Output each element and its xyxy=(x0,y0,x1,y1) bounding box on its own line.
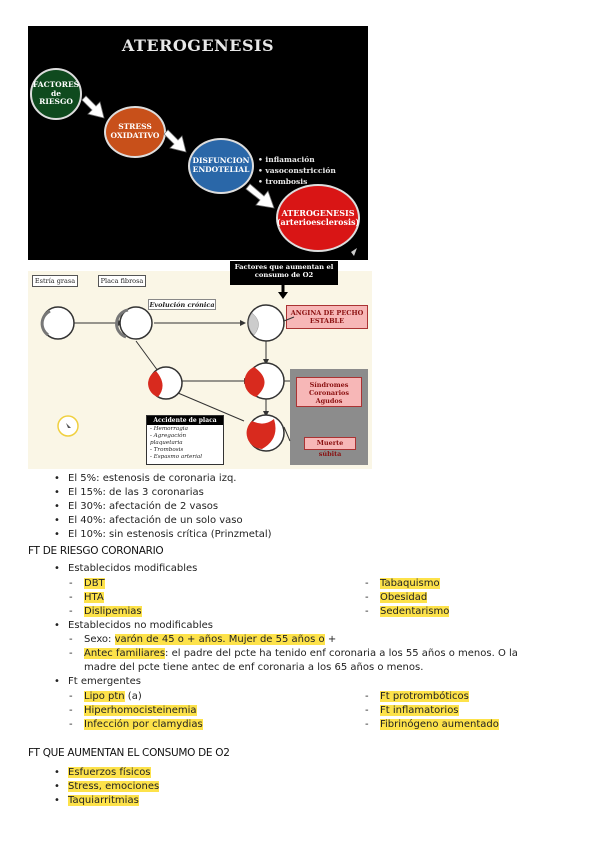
risk-factor: Sedentarismo xyxy=(380,606,450,617)
arrow-icon xyxy=(245,183,275,209)
accidente-title: Accidente de placa xyxy=(147,416,223,425)
arrow-icon xyxy=(163,129,187,153)
cursor-icon xyxy=(351,248,357,256)
slide-title: ATEROGENESIS xyxy=(121,36,275,55)
placa-fibrosa-label: Placa fibrosa xyxy=(98,275,146,287)
section-heading-consumo: FT QUE AUMENTAN EL CONSUMO DE O2 xyxy=(28,747,230,759)
vessel-diagram xyxy=(40,304,295,452)
stat-item: El 30%: afectación de 2 vasos xyxy=(54,500,272,514)
stat-item: El 10%: sin estenosis crítica (Prinzmeta… xyxy=(54,528,272,542)
risk-factor: Dislipemias xyxy=(84,606,142,617)
muerte-subita-box: Muerte súbita xyxy=(304,437,356,458)
accidente-item: - Agregación plaquetaria xyxy=(150,433,187,446)
flow-arrows xyxy=(81,95,357,256)
modificables-title: Establecidos modificables xyxy=(54,563,197,574)
consumo-item: Esfuerzos físicos xyxy=(68,767,151,778)
emergent-factor: Infección por clamydias xyxy=(84,719,203,730)
effect-item: • vasoconstricción xyxy=(258,166,336,175)
sexo-label: Sexo: xyxy=(84,634,112,645)
stats-list: El 5%: estenosis de coronaria izq. El 15… xyxy=(54,472,272,542)
antec-text: : el padre del pcte ha tenido enf corona… xyxy=(165,648,518,659)
endothelial-effects-list: • inflamación • vasoconstricción • tromb… xyxy=(258,154,336,187)
emergentes-title: Ft emergentes xyxy=(54,676,141,687)
stat-item: El 15%: de las 3 coronarias xyxy=(54,486,272,500)
factores-o2-box: Factores que aumentan el consumo de O2 xyxy=(230,261,338,285)
accidente-placa-box: Accidente de placa - Hemorragia - Agrega… xyxy=(146,415,224,465)
vessel-circle xyxy=(119,306,153,340)
down-arrow-icon xyxy=(278,285,288,299)
consumo-item: Stress, emociones xyxy=(68,781,160,792)
node-factores-riesgo: FACTORES de RIESGO xyxy=(30,68,82,120)
emergent-factor: Hiperhomocisteinemia xyxy=(84,705,197,716)
modificables-left-list: DBT HTA Dislipemias xyxy=(69,577,142,619)
cursor-icon xyxy=(66,423,71,428)
node-stress-oxidativo: STRESS OXIDATIVO xyxy=(104,106,166,158)
aterogenesis-slide: ATEROGENESIS FACTORES de RIESGO STRESS O… xyxy=(28,26,368,260)
emergent-factor-suffix: (a) xyxy=(127,691,142,702)
stat-item: El 5%: estenosis de coronaria izq. xyxy=(54,472,272,486)
stat-item: El 40%: afectación de un solo vaso xyxy=(54,514,272,528)
accidente-item: - Hemorragia xyxy=(150,426,188,432)
antec-line-1: Antec familiares: el padre del pcte ha t… xyxy=(69,648,518,659)
sexo-suffix: + xyxy=(327,634,337,645)
risk-factor: Tabaquismo xyxy=(380,578,440,589)
placa-evolution-diagram: Factores que aumentan el consumo de O2 E… xyxy=(28,261,372,469)
accidente-item: - Trombosis xyxy=(150,447,184,453)
effect-item: • inflamación xyxy=(258,155,315,164)
effect-item: • trombosis xyxy=(258,177,308,186)
emergent-factor: Fibrinógeno aumentado xyxy=(380,719,499,730)
risk-factor: DBT xyxy=(84,578,105,589)
emergentes-left-list: Lipo ptn (a) Hiperhomocisteinemia Infecc… xyxy=(69,690,203,732)
sindromes-coronarios-box: Síndromes Coronarios Agudos xyxy=(296,377,362,407)
emergentes-right-list: Ft protrombóticos Ft inflamatorios Fibri… xyxy=(365,690,499,732)
arrow-icon xyxy=(81,95,105,119)
risk-factor: HTA xyxy=(84,592,104,603)
no-modificables-title: Establecidos no modificables xyxy=(54,620,213,631)
risk-factor: Obesidad xyxy=(380,592,428,603)
sexo-line: Sexo: varón de 45 o + años. Mujer de 55 … xyxy=(69,634,337,645)
sexo-value: varón de 45 o + años. Mujer de 55 años o xyxy=(114,634,325,645)
emergent-factor: Lipo ptn xyxy=(84,691,125,702)
angina-estable-box: ANGINA DE PECHO ESTABLE xyxy=(286,305,368,329)
vessel-circle xyxy=(247,304,285,342)
accidente-item: - Espasmo arterial xyxy=(150,454,203,460)
estria-grasa-label: Estría grasa xyxy=(32,275,78,287)
evolucion-cronica-label: Evolución crónica xyxy=(148,299,216,310)
antec-line-2: madre del pcte tiene antec de enf corona… xyxy=(84,662,424,673)
modificables-right-list: Tabaquismo Obesidad Sedentarismo xyxy=(365,577,450,619)
section-heading-riesgo: FT DE RIESGO CORONARIO xyxy=(28,545,164,557)
emergent-factor: Ft inflamatorios xyxy=(380,705,459,716)
antec-label: Antec familiares xyxy=(84,648,166,659)
node-disfuncion-endotelial: DISFUNCION ENDOTELIAL xyxy=(188,138,254,194)
emergent-factor: Ft protrombóticos xyxy=(380,691,469,702)
consumo-item: Taquiarritmias xyxy=(68,795,139,806)
consumo-list: Esfuerzos físicos Stress, emociones Taqu… xyxy=(54,766,160,808)
node-aterogenesis: ATEROGENESIS (arterioesclerosis) xyxy=(276,184,360,252)
